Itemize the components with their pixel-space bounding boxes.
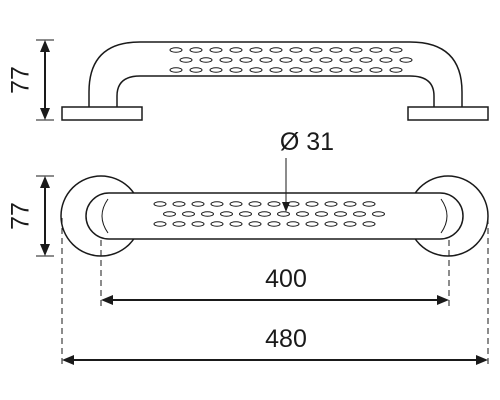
grip-hole — [248, 201, 262, 207]
top-view — [60, 175, 489, 257]
grip-hole — [305, 221, 319, 227]
grip-hole — [249, 67, 263, 73]
grip-hole — [229, 47, 243, 53]
grip-hole — [279, 57, 293, 63]
grip-hole — [362, 201, 376, 207]
grip-hole — [191, 201, 205, 207]
grip-hole — [343, 201, 357, 207]
grip-hole — [324, 221, 338, 227]
grip-hole — [267, 221, 281, 227]
diameter-callout: Ø 31 — [280, 128, 334, 212]
inner-length-dimension: 400 — [101, 265, 449, 305]
grip-hole — [209, 67, 223, 73]
top-view-bar — [85, 192, 464, 240]
overall-length-dimension: 480 — [62, 325, 488, 365]
top-view-grip-pattern — [153, 201, 385, 227]
overall-length-label: 480 — [265, 325, 307, 353]
grip-hole — [389, 67, 403, 73]
grip-hole — [189, 47, 203, 53]
grip-hole — [362, 221, 376, 227]
grip-hole — [339, 57, 353, 63]
grip-hole — [239, 57, 253, 63]
grip-hole — [248, 221, 262, 227]
grip-hole — [309, 67, 323, 73]
grip-hole — [209, 47, 223, 53]
grip-hole — [349, 67, 363, 73]
grip-hole — [229, 67, 243, 73]
grip-hole — [169, 67, 183, 73]
grip-hole — [258, 211, 271, 217]
grip-hole — [343, 221, 357, 227]
top-height-label: 77 — [7, 202, 35, 230]
grip-hole — [277, 211, 290, 217]
grip-hole — [389, 47, 403, 53]
grip-hole — [239, 211, 252, 217]
side-view-bar-inner — [116, 75, 435, 107]
side-height-dimension: 77 — [7, 39, 54, 121]
grip-hole — [169, 47, 183, 53]
grip-hole — [172, 201, 186, 207]
grip-hole — [334, 211, 347, 217]
side-view-grip-pattern — [169, 47, 413, 73]
grip-hole — [182, 211, 195, 217]
grip-hole — [289, 47, 303, 53]
grip-hole — [153, 221, 167, 227]
grip-hole — [349, 47, 363, 53]
side-view-bar-outer — [88, 41, 463, 107]
grip-hole — [289, 67, 303, 73]
grip-hole — [210, 221, 224, 227]
grip-hole — [319, 57, 333, 63]
grip-hole — [329, 47, 343, 53]
grip-hole — [201, 211, 214, 217]
side-view — [61, 41, 489, 121]
grip-hole — [299, 57, 313, 63]
grip-hole — [309, 47, 323, 53]
grip-hole — [399, 57, 413, 63]
grip-hole — [353, 211, 366, 217]
grip-hole — [286, 221, 300, 227]
grip-hole — [324, 201, 338, 207]
inner-length-label: 400 — [265, 265, 307, 293]
grip-hole — [296, 211, 309, 217]
side-height-label: 77 — [7, 66, 35, 94]
grip-hole — [359, 57, 373, 63]
grip-hole — [189, 67, 203, 73]
grip-hole — [179, 57, 193, 63]
grip-hole — [269, 47, 283, 53]
grip-hole — [372, 211, 385, 217]
grip-hole — [229, 201, 243, 207]
top-height-dimension: 77 — [7, 175, 54, 257]
grip-hole — [191, 221, 205, 227]
extension-lines — [61, 218, 489, 368]
grip-hole — [153, 201, 167, 207]
grip-hole — [379, 57, 393, 63]
grip-hole — [210, 201, 224, 207]
grip-hole — [305, 201, 319, 207]
grip-hole — [315, 211, 328, 217]
grip-hole — [249, 47, 263, 53]
grip-hole — [369, 67, 383, 73]
side-view-left-plate — [61, 106, 143, 121]
grip-hole — [219, 57, 233, 63]
side-view-right-plate — [407, 106, 489, 121]
grip-hole — [369, 47, 383, 53]
grip-hole — [329, 67, 343, 73]
grip-hole — [259, 57, 273, 63]
grip-hole — [163, 211, 176, 217]
grip-hole — [267, 201, 281, 207]
grip-hole — [269, 67, 283, 73]
diameter-label: Ø 31 — [280, 128, 334, 156]
grip-hole — [172, 221, 186, 227]
grip-hole — [220, 211, 233, 217]
grip-hole — [229, 221, 243, 227]
grip-hole — [199, 57, 213, 63]
